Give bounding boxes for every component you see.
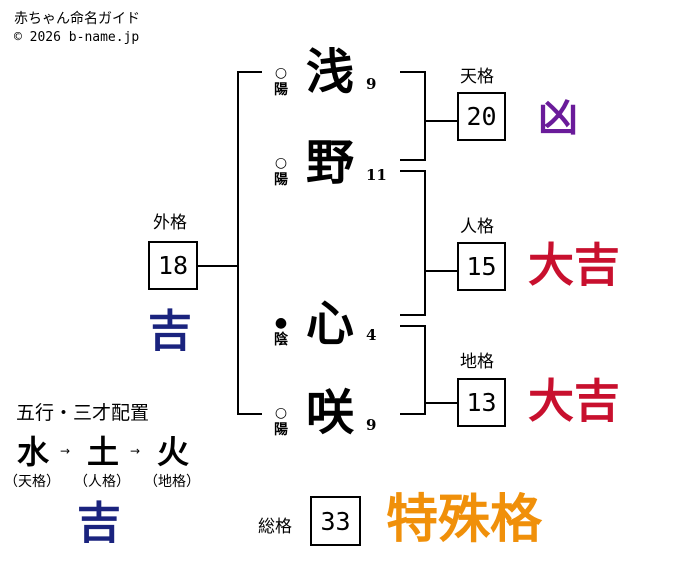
stroke-count: 4	[366, 326, 377, 344]
gogyo-title: 五行・三才配置	[16, 402, 150, 424]
yinyang-mark: ○	[274, 155, 288, 171]
stroke-count: 11	[366, 166, 387, 184]
kanji: 野	[306, 135, 355, 191]
tenkaku-fortune: 凶	[538, 94, 578, 141]
yinyang-label: 陰	[274, 332, 288, 348]
chikaku-value: 13	[457, 378, 506, 427]
soukaku-fortune: 特殊格	[386, 489, 543, 550]
element-jin: 土	[87, 433, 120, 471]
yinyang-mark: ○	[274, 405, 288, 421]
yinyang-label: 陽	[274, 422, 288, 438]
jinkaku-fortune: 大吉	[528, 238, 620, 292]
soukaku-value: 33	[310, 496, 361, 546]
stroke-count: 9	[366, 416, 377, 434]
kanji: 浅	[306, 44, 355, 100]
gaikaku-label: 外格	[153, 213, 187, 233]
element-ten: 水	[17, 433, 50, 471]
kanji: 心	[306, 296, 355, 352]
tenkaku-value: 20	[457, 92, 506, 141]
gaikaku-value: 18	[148, 241, 198, 290]
chikaku-fortune: 大吉	[528, 374, 620, 428]
arrow-icon: →	[60, 444, 71, 458]
tenkaku-label: 天格	[460, 67, 494, 87]
app-title: 赤ちゃん命名ガイド	[14, 11, 140, 27]
chikaku-label: 地格	[460, 352, 494, 372]
element-chi: 火	[157, 433, 190, 471]
element-caption: （天格）	[4, 474, 60, 490]
arrow-icon: →	[130, 444, 141, 458]
yinyang-label: 陽	[274, 172, 288, 188]
gogyo-fortune: 吉	[77, 498, 121, 549]
element-caption: （地格）	[144, 474, 200, 490]
yinyang-mark: ○	[274, 65, 288, 81]
stroke-count: 9	[366, 75, 377, 93]
gaikaku-fortune: 吉	[148, 306, 192, 357]
yinyang-mark: ●	[274, 315, 288, 331]
copyright: © 2026 b-name.jp	[14, 30, 140, 45]
jinkaku-label: 人格	[460, 217, 494, 237]
jinkaku-value: 15	[457, 242, 506, 291]
soukaku-label: 総格	[258, 517, 292, 537]
kanji: 咲	[306, 385, 355, 441]
yinyang-label: 陽	[274, 82, 288, 98]
element-caption: （人格）	[74, 474, 130, 490]
